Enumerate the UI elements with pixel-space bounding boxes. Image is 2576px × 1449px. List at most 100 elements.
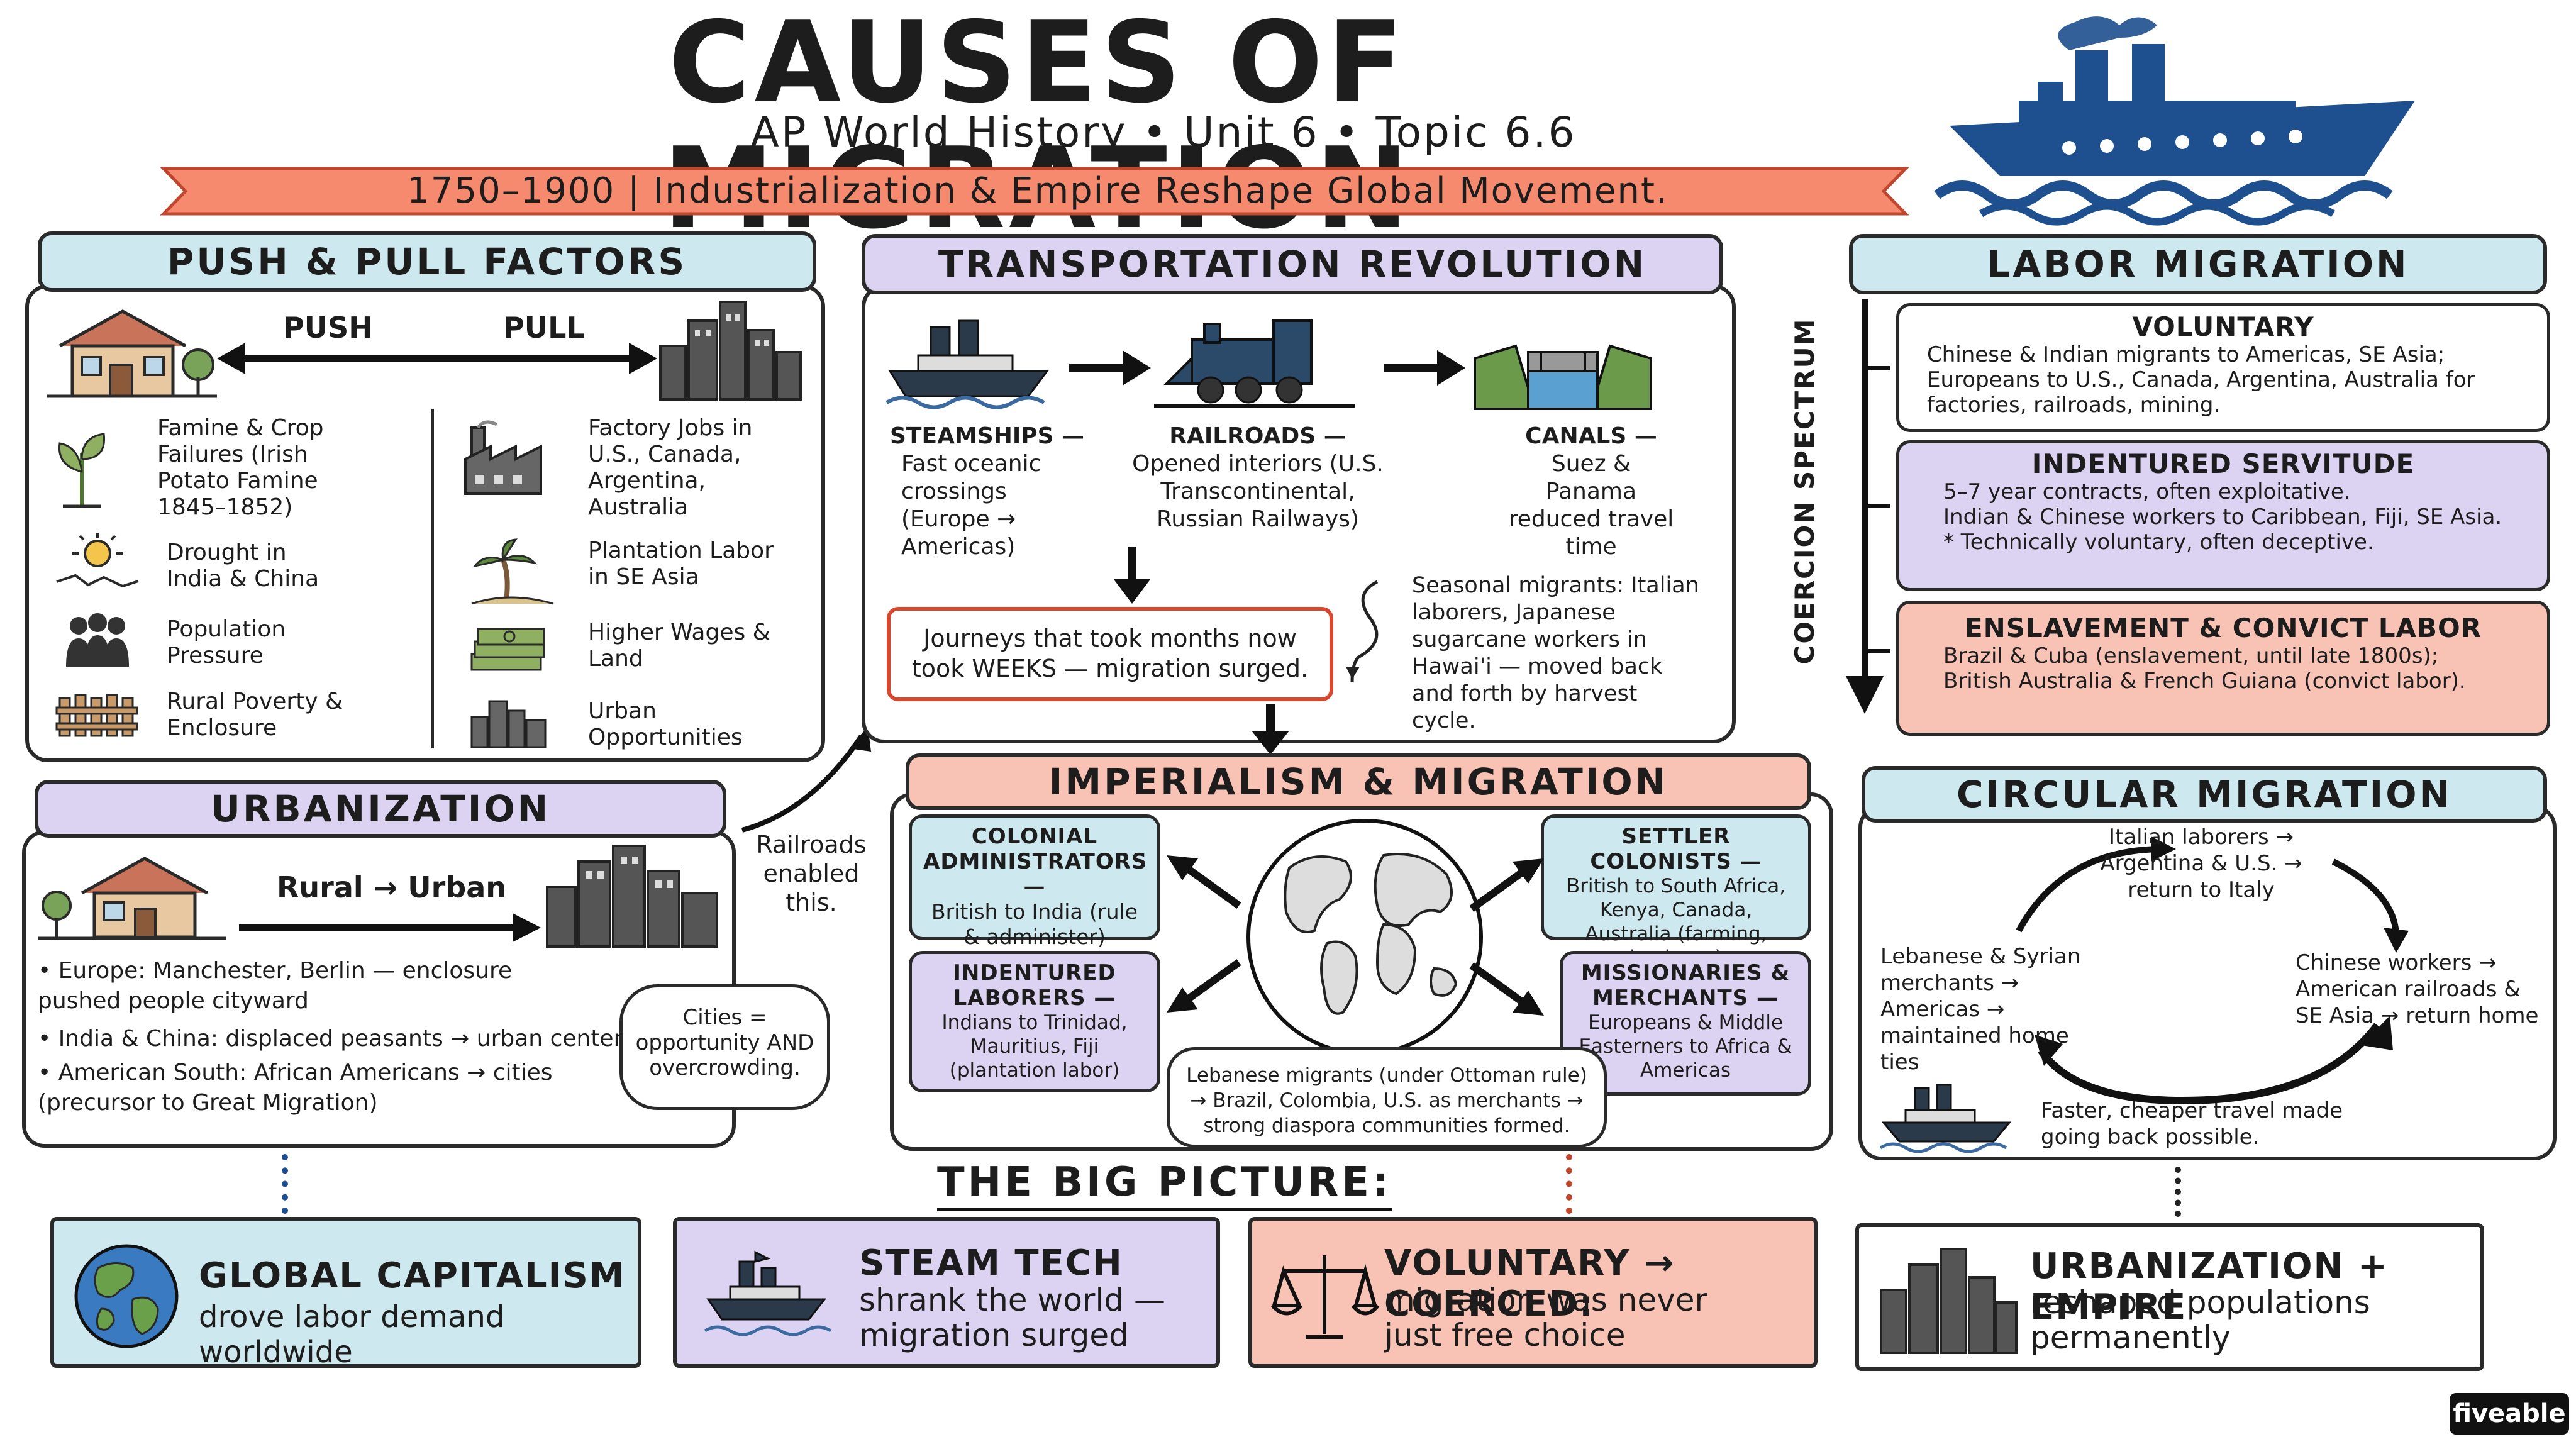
down-arrow-1: [1113, 547, 1151, 604]
steamship-small-icon: [886, 319, 1049, 409]
indentured-laborers-body: Indians to Trinidad, Mauritius, Fiji (pl…: [941, 1011, 1128, 1082]
palm-tree-icon: [471, 538, 554, 605]
missionaries-body: Europeans & Middle Easterners to Africa …: [1579, 1011, 1792, 1082]
globe-arrow-sw: [1167, 959, 1241, 1013]
wilted-plant-icon: [58, 433, 106, 508]
railroads-note: Railroads enabled this.: [756, 831, 867, 916]
settler-colonists-box: SETTLER COLONISTS — British to South Afr…: [1541, 814, 1811, 969]
steamship-icon: [704, 1250, 832, 1336]
railroads-arrow: [741, 726, 871, 833]
voluntary-head: VOLUNTARY: [2132, 311, 2314, 342]
urbanization-bullet-2: • India & China: displaced peasants → ur…: [38, 1026, 635, 1052]
lebanese-note: Lebanese migrants (under Ottoman rule) →…: [1167, 1047, 1607, 1148]
rural-urban-label: Rural → Urban: [277, 870, 506, 904]
house-icon: [47, 309, 217, 398]
globe-arrow-nw: [1167, 855, 1241, 909]
card-urbanization-empire-head: URBANIZATION + EMPIRE: [2030, 1246, 2389, 1328]
rural-house-icon: [38, 857, 226, 940]
indentured-laborers-head: INDENTURED LABORERS —: [953, 960, 1116, 1011]
canals-head: CANALS —: [1525, 423, 1657, 449]
globe-icon: [74, 1244, 179, 1348]
colonial-admin-box: COLONIAL ADMINISTRATORS — British to Ind…: [909, 814, 1160, 949]
push-item-population: Population Pressure: [167, 616, 286, 669]
colonial-admin-head: COLONIAL ADMINISTRATORS —: [923, 824, 1148, 899]
rural-urban-arrow: [239, 913, 541, 942]
enslavement-head: ENSLAVEMENT & CONVICT LABOR: [1964, 613, 2482, 643]
voluntary-body: Chinese & Indian migrants to Americas, S…: [1927, 342, 2475, 418]
coercion-spectrum-label: COERCION SPECTRUM: [1789, 318, 1820, 665]
circular-title: CIRCULAR MIGRATION: [1862, 766, 2547, 823]
city-icon: [1880, 1248, 2018, 1354]
cities-bubble: Cities = opportunity AND overcrowding.: [619, 984, 830, 1110]
pull-item-plantation: Plantation Labor in SE Asia: [588, 538, 774, 590]
seasonal-brace: [1346, 580, 1379, 683]
card-urbanization-empire-body: reshaped populations permanently: [2030, 1284, 2370, 1356]
pull-item-urban: Urban Opportunities: [588, 698, 743, 750]
imperialism-title: IMPERIALISM & MIGRATION: [906, 753, 1811, 810]
seasonal-note: Seasonal migrants: Italian laborers, Jap…: [1412, 573, 1699, 733]
card-global-capitalism-body: drove labor demand worldwide: [199, 1299, 505, 1370]
steamships-head: STEAMSHIPS —: [890, 423, 1085, 449]
railroads-body: Opened interiors (U.S. Transcontinental,…: [1132, 451, 1384, 532]
transport-arrow-1: [1069, 350, 1151, 386]
factory-icon: [464, 420, 542, 495]
push-pull-title: PUSH & PULL FACTORS: [38, 231, 816, 292]
result-box: Journeys that took months now took WEEKS…: [887, 607, 1333, 701]
down-arrow-2: [1252, 704, 1289, 755]
railroads-head: RAILROADS —: [1169, 423, 1346, 449]
push-item-drought: Drought in India & China: [167, 540, 319, 592]
push-item-famine: Famine & Crop Failures (Irish Potato Fam…: [157, 415, 324, 520]
header-ribbon: [160, 167, 1909, 216]
page-subtitle: AP World History • Unit 6 • Topic 6.6: [750, 108, 1577, 157]
card-steam-tech-body: shrank the world — migration surged: [859, 1282, 1165, 1353]
pull-item-factory: Factory Jobs in U.S., Canada, Argentina,…: [588, 415, 753, 520]
circular-top-text: Italian laborers → Argentina & U.S. → re…: [2100, 824, 2302, 902]
small-city-icon: [470, 700, 547, 748]
urbanization-bullet-1: • Europe: Manchester, Berlin — enclosure…: [38, 958, 513, 1014]
globe-arrow-se: [1469, 962, 1544, 1016]
money-stack-icon: [470, 628, 545, 671]
world-globe-icon: [1246, 819, 1483, 1055]
scales-icon: [1270, 1255, 1380, 1339]
urban-city-icon: [546, 845, 718, 948]
card-urbanization-empire: URBANIZATION + EMPIRE reshaped populatio…: [1855, 1223, 2484, 1371]
fence-icon: [55, 694, 138, 737]
coercion-spectrum-arrow: [1846, 299, 1890, 714]
city-icon: [659, 301, 802, 401]
pull-item-wages: Higher Wages & Land: [588, 619, 770, 672]
circular-left-text: Lebanese & Syrian merchants → Americas →…: [1880, 944, 2081, 1075]
circular-right-text: Chinese workers → American railroads & S…: [2296, 950, 2539, 1028]
indentured-line-1: 5–7 year contracts, often exploitative.: [1943, 479, 2351, 504]
globe-arrow-ne: [1469, 858, 1544, 912]
transport-arrow-2: [1384, 350, 1465, 386]
steamships-body: Fast oceanic crossings (Europe → America…: [901, 451, 1041, 560]
pull-label: PULL: [503, 311, 585, 345]
labor-title: LABOR MIGRATION: [1849, 234, 2547, 294]
indentured-servitude-head: INDENTURED SERVITUDE: [2031, 448, 2415, 479]
lebanese-note-text: Lebanese migrants (under Ottoman rule) →…: [1186, 1064, 1587, 1137]
indentured-line-3: * Technically voluntary, often deceptive…: [1943, 530, 2374, 555]
card-global-capitalism-head: GLOBAL CAPITALISM: [199, 1255, 626, 1296]
cities-bubble-text: Cities = opportunity AND overcrowding.: [635, 1005, 814, 1080]
drought-sun-icon: [56, 533, 139, 588]
train-icon: [1154, 319, 1355, 408]
fiveable-logo: fiveable: [2450, 1393, 2569, 1435]
indentured-laborers-box: INDENTURED LABORERS — Indians to Trinida…: [909, 951, 1160, 1092]
indentured-line-2: Indian & Chinese workers to Caribbean, F…: [1943, 504, 2502, 530]
push-pull-arrow: [217, 343, 657, 374]
transport-title: TRANSPORTATION REVOLUTION: [862, 234, 1723, 294]
circular-bottom-text: Faster, cheaper travel made going back p…: [2041, 1098, 2343, 1150]
steamships-text: STEAMSHIPS — Fast oceanic crossings (Eur…: [890, 423, 1110, 561]
small-ship-icon: [1879, 1084, 2012, 1153]
connector-1: [282, 1154, 288, 1214]
card-voluntary-coerced: VOLUNTARY → COERCED: migration was never…: [1248, 1217, 1818, 1368]
card-global-capitalism: GLOBAL CAPITALISM drove labor demand wor…: [50, 1217, 641, 1370]
circular-loop: [2016, 836, 2409, 1105]
fiveable-logo-text: fiveable: [2453, 1399, 2566, 1428]
crowd-icon: [66, 613, 129, 667]
page-title: CAUSES OF MIGRATION: [663, 0, 1409, 252]
railroads-text: RAILROADS — Opened interiors (U.S. Trans…: [1126, 423, 1390, 533]
connector-2: [1566, 1154, 1572, 1214]
big-picture-title: THE BIG PICTURE:: [937, 1157, 1392, 1211]
colonial-admin-body: British to India (rule & administer): [931, 899, 1138, 949]
